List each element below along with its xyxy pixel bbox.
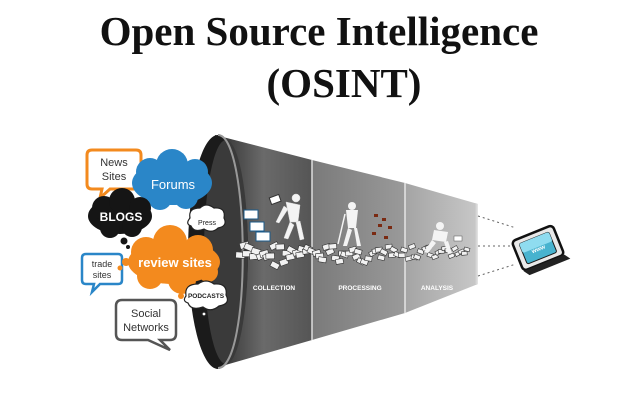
stage-label-processing: PROCESSING: [338, 285, 381, 292]
social-networks-label-line1: Social: [131, 308, 161, 320]
social-networks-label-line2: Networks: [123, 322, 169, 334]
envelope-icon: [407, 243, 417, 251]
envelope-icon: [275, 243, 285, 251]
monitor-screen-label: www: [530, 244, 546, 255]
envelope-icon: [416, 248, 425, 255]
trade-sites-label-line1: trade: [92, 259, 113, 269]
envelope-icon: [278, 257, 290, 267]
envelope-icon: [328, 243, 338, 250]
envelope-icon: [377, 254, 386, 262]
trade-sites-bubble: trade sites: [80, 252, 124, 297]
collection-envelopes-icon: [243, 193, 282, 242]
envelope-icon: [379, 248, 389, 257]
envelope-icon: [398, 252, 406, 258]
processing-worker-icon: [337, 202, 361, 246]
page-title-line2: (OSINT): [266, 60, 422, 106]
press-label: Press: [198, 220, 216, 227]
envelope-icon: [317, 256, 327, 264]
blogs-label: BLOGS: [100, 210, 143, 224]
collection-worker-icon: [275, 193, 305, 241]
envelope-icon: [335, 257, 345, 265]
envelope-stream: [235, 240, 471, 271]
news-sites-label-line1: News: [100, 157, 128, 169]
processing-bits-icon: [372, 214, 392, 239]
news-sites-bubble: News Sites: [85, 148, 143, 203]
stage-label-collection: COLLECTION: [253, 285, 296, 292]
envelope-icon: [269, 260, 281, 271]
news-sites-label-line2: Sites: [102, 171, 127, 183]
envelope-icon: [364, 255, 373, 262]
forums-label: Forums: [151, 177, 196, 192]
envelope-icon: [400, 246, 409, 254]
review-sites-label: review sites: [138, 255, 212, 270]
press-cloud-icon: [187, 204, 226, 232]
page-title-line1: Open Source Intelligence: [99, 8, 539, 54]
envelope-icon: [351, 252, 361, 261]
blogs-cloud-icon: [88, 188, 152, 249]
envelope-icon: [265, 252, 275, 260]
envelope-icon: [447, 252, 456, 260]
podcasts-cloud-icon: [183, 280, 229, 317]
envelope-icon: [463, 246, 471, 253]
analysis-worker-icon: [424, 222, 463, 254]
envelope-icon: [353, 248, 363, 256]
trade-sites-label-line2: sites: [93, 270, 112, 280]
envelope-icon: [450, 245, 459, 253]
forums-cloud-icon: [132, 149, 212, 215]
podcasts-label: PODCASTS: [188, 293, 225, 300]
output-dotted-lines: [477, 215, 517, 277]
social-networks-bubble: Social Networks: [114, 298, 178, 352]
envelope-icon: [461, 250, 468, 256]
stage-label-analysis: ANALYSIS: [421, 285, 454, 292]
envelope-icon: [413, 253, 422, 261]
monitor-icon: www: [511, 224, 571, 276]
decor-dot: [178, 293, 184, 299]
